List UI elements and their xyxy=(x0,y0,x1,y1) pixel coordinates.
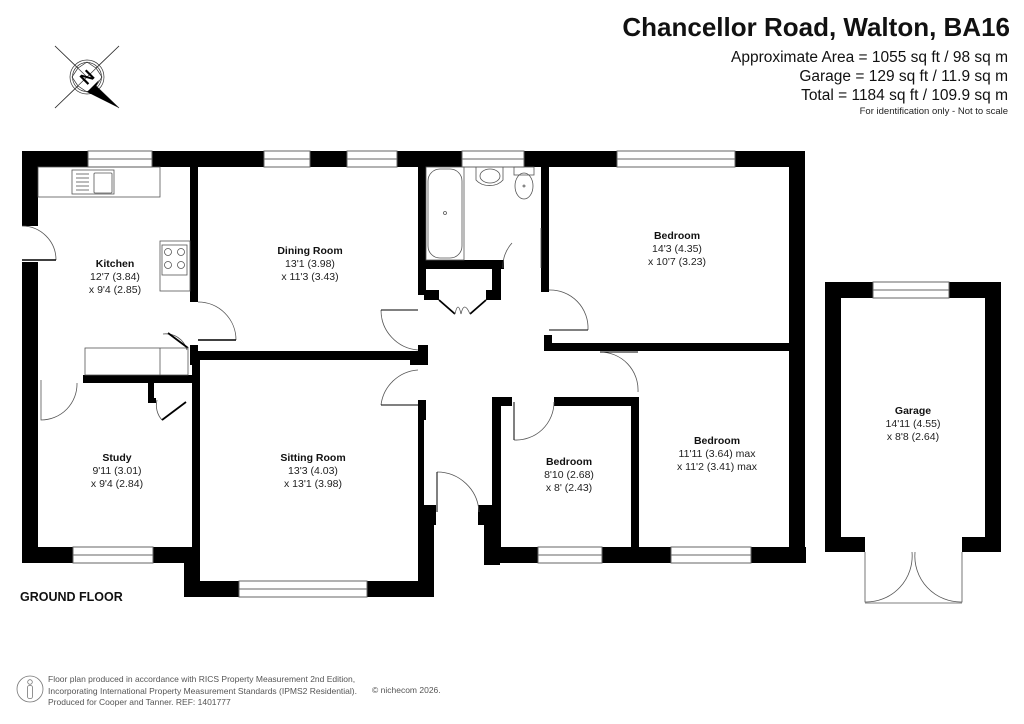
person-info-icon xyxy=(16,675,44,703)
room-dim-2: x 8' (2.43) xyxy=(545,482,593,494)
room-dim-2: x 9'4 (2.84) xyxy=(90,478,144,490)
windows xyxy=(72,150,950,598)
approximate-area: Approximate Area = 1055 sq ft / 98 sq m xyxy=(730,49,1008,66)
footer-text: Floor plan produced in accordance with R… xyxy=(48,674,357,709)
room-dim-1: 13'3 (4.03) xyxy=(288,465,338,477)
room-dining-room: Dining Room 13'1 (3.98) x 11'3 (3.43) xyxy=(277,245,342,284)
room-sitting-room: Sitting Room 13'3 (4.03) x 13'1 (3.98) xyxy=(280,452,345,491)
room-dim-1: 12'7 (3.84) xyxy=(90,271,140,283)
room-dim-2: x 13'1 (3.98) xyxy=(283,478,343,490)
disclaimer: For identification only - Not to scale xyxy=(859,106,1008,117)
room-kitchen: Kitchen 12'7 (3.84) x 9'4 (2.85) xyxy=(89,258,141,297)
walls xyxy=(22,151,1001,597)
room-name: Sitting Room xyxy=(280,452,346,464)
room-dim-2: x 8'8 (2.64) xyxy=(886,431,940,443)
room-dim-1: 11'11 (3.64) max xyxy=(678,448,756,460)
footer-line-2: Incorporating International Property Mea… xyxy=(48,685,357,696)
compass-north-icon: N xyxy=(54,45,120,109)
room-name: Study xyxy=(102,452,132,464)
total-area: Total = 1184 sq ft / 109.9 sq m xyxy=(801,87,1008,104)
room-bedroom-2: Bedroom 8'10 (2.68) x 8' (2.43) xyxy=(544,456,594,495)
room-dim-2: x 11'2 (3.41) max xyxy=(676,461,758,473)
footer-line-3: Produced for Cooper and Tanner. REF: 140… xyxy=(48,697,231,707)
room-name: Bedroom xyxy=(693,435,741,447)
footer-line-1: Floor plan produced in accordance with R… xyxy=(48,674,356,684)
room-name: Kitchen xyxy=(95,258,135,270)
doors xyxy=(21,225,963,604)
room-study: Study 9'11 (3.01) x 9'4 (2.84) xyxy=(91,452,143,491)
area-summary: Approximate Area = 1055 sq ft / 98 sq m … xyxy=(731,48,1008,105)
floor-label: GROUND FLOOR xyxy=(20,590,123,604)
room-bedroom-1: Bedroom 14'3 (4.35) x 10'7 (3.23) xyxy=(648,230,706,269)
room-dim-2: x 11'3 (3.43) xyxy=(281,271,339,283)
fixtures xyxy=(37,166,535,376)
room-name: Bedroom xyxy=(653,230,701,242)
room-garage: Garage 14'11 (4.55) x 8'8 (2.64) xyxy=(886,405,941,444)
garage-area: Garage = 129 sq ft / 11.9 sq m xyxy=(799,68,1008,85)
room-bedroom-3: Bedroom 11'11 (3.64) max x 11'2 (3.41) m… xyxy=(677,435,757,474)
room-name: Dining Room xyxy=(277,245,343,257)
room-name: Garage xyxy=(894,405,932,417)
room-name: Bedroom xyxy=(545,456,593,468)
room-dim-1: 8'10 (2.68) xyxy=(544,469,594,481)
room-dim-2: x 10'7 (3.23) xyxy=(647,256,707,268)
room-dim-1: 14'3 (4.35) xyxy=(652,243,702,255)
room-dim-1: 13'1 (3.98) xyxy=(285,258,335,270)
room-dim-2: x 9'4 (2.85) xyxy=(88,284,142,296)
room-dim-1: 9'11 (3.01) xyxy=(92,465,142,477)
copyright: © nichecom 2026. xyxy=(372,685,441,695)
room-dim-1: 14'11 (4.55) xyxy=(885,418,941,430)
property-title: Chancellor Road, Walton, BA16 xyxy=(622,12,1010,42)
